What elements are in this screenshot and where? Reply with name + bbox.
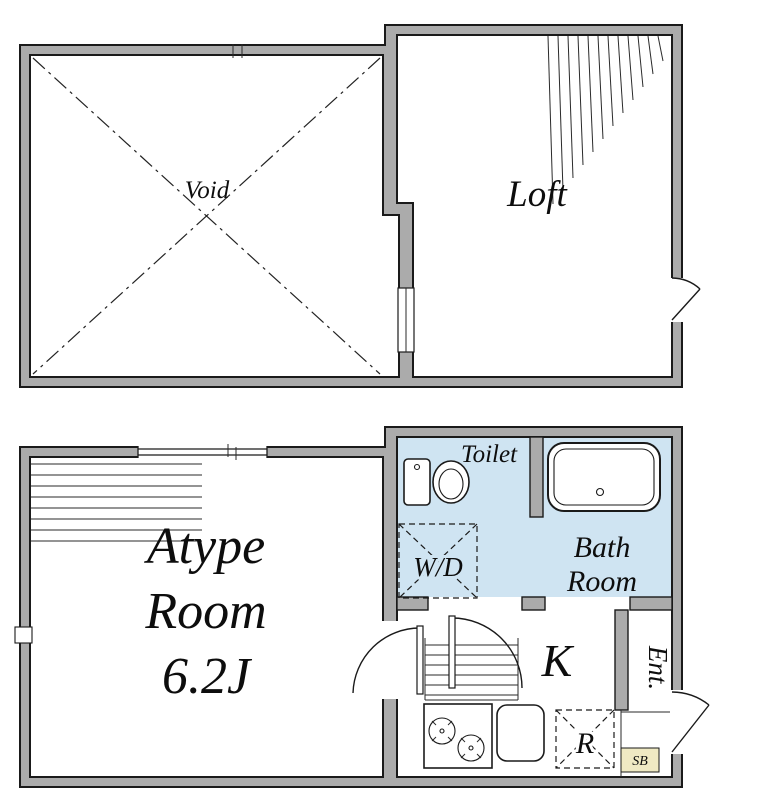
floor-hatch [31,463,202,542]
loft-door-arc [671,277,701,290]
shoe-box [620,747,660,773]
entrance-door-leaf [671,704,710,753]
room-door [352,625,424,695]
refrigerator-box [555,709,615,769]
pipe-shaft-box [14,626,33,644]
upper-floor-walls [19,24,683,388]
room-door-arc [352,627,421,694]
shoe-box-label: SB [632,754,648,769]
bath-door-arc [451,617,523,689]
stove [423,703,493,769]
loft-door-leaf [671,288,701,321]
kitchen-label: K [541,635,575,686]
bath-door [448,615,523,689]
toilet-label: Toilet [461,441,518,468]
loft-divider-window [397,287,415,353]
burner-left [428,717,456,745]
room-name-line-2: Room [144,583,266,640]
toilet-fixture [403,458,470,506]
room-name-line-1: Atype [144,518,265,575]
bath-door-leaf [448,615,456,689]
refrigerator-label: R [575,727,594,760]
main-room-window [137,444,268,460]
water-floor-connector [530,517,543,597]
burner-right [457,734,485,762]
room-door-leaf [416,625,424,695]
void-cross [32,57,381,375]
loft-door [670,277,701,322]
entrance-door [670,690,710,754]
kitchen-sink [496,704,545,762]
loft-slope-hatch [547,35,664,205]
room-name-line-3: 6.2J [162,648,253,705]
washer-dryer-label: W/D [413,552,463,582]
loft-stairs [424,638,519,701]
bathtub [547,442,661,512]
room-doorway-opening [381,621,399,699]
bath-label-line-1: Bath [574,531,631,564]
entrance-door-arc [671,691,710,706]
lower-floor-plan: Atype Room 6.2J Toilet W/D Bath Room K E… [14,426,710,788]
loft-label: Loft [506,174,568,215]
upper-wall-ticks [232,44,243,58]
upper-floor-plan: Void Loft [19,24,701,388]
bath-label-line-2: Room [566,565,637,598]
washer-dryer-box [398,523,478,599]
entrance-label: Ent. [643,645,673,690]
void-label: Void [185,177,230,204]
